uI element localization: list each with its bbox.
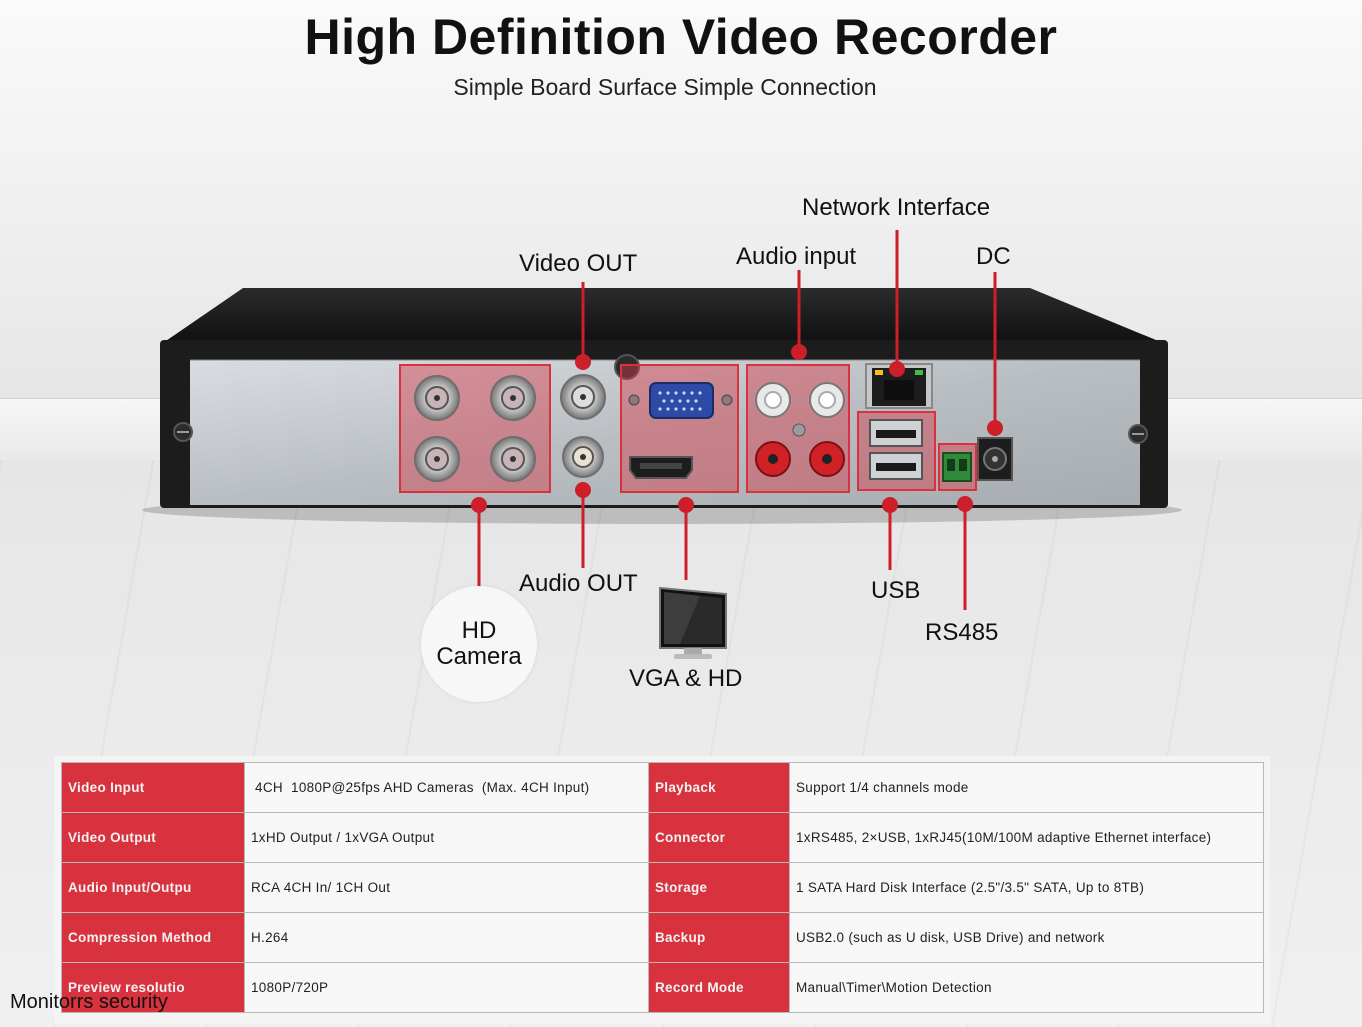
page-title: High Definition Video Recorder (304, 9, 1058, 65)
spec-key: Preview resolutio (61, 962, 245, 1013)
table-row: Compression Method H.264 Backup USB2.0 (… (61, 912, 1264, 963)
hd-camera-badge: HD Camera (421, 586, 537, 702)
table-row: Video Output 1xHD Output / 1xVGA Output … (61, 812, 1264, 863)
spec-value: H.264 (244, 912, 649, 963)
spec-value: 1080P/720P (244, 962, 649, 1013)
spec-key: Video Output (61, 812, 245, 863)
callout-usb: USB (871, 577, 921, 604)
hd-camera-line1: HD (461, 617, 497, 644)
spec-value: 4CH 1080P@25fps AHD Cameras (Max. 4CH In… (244, 762, 649, 813)
callout-video-out: Video OUT (519, 250, 638, 277)
table-row: Video Input 4CH 1080P@25fps AHD Cameras … (61, 762, 1264, 813)
spec-value: 1xHD Output / 1xVGA Output (244, 812, 649, 863)
spec-key: Record Mode (648, 962, 790, 1013)
callout-audio-out: Audio OUT (519, 570, 638, 597)
spec-key: Audio Input/Outpu (61, 862, 245, 913)
spec-value: 1 SATA Hard Disk Interface (2.5"/3.5" SA… (789, 862, 1264, 913)
spec-value: USB2.0 (such as U disk, USB Drive) and n… (789, 912, 1264, 963)
spec-key: Storage (648, 862, 790, 913)
hd-camera-line2: Camera (436, 643, 522, 670)
dvr-device-illustration (142, 230, 1182, 659)
callout-dc: DC (976, 243, 1011, 270)
spec-value: Support 1/4 channels mode (789, 762, 1264, 813)
monitor-icon (659, 586, 727, 659)
spec-key: Backup (648, 912, 790, 963)
callout-network-interface: Network Interface (802, 194, 991, 221)
spec-key: Connector (648, 812, 790, 863)
spec-key: Compression Method (61, 912, 245, 963)
spec-value: 1xRS485, 2×USB, 1xRJ45(10M/100M adaptive… (789, 812, 1264, 863)
spec-key: Playback (648, 762, 790, 813)
footer-watermark-text: Monitorrs security (10, 991, 168, 1013)
spec-value: RCA 4CH In/ 1CH Out (244, 862, 649, 913)
spec-value: Manual\Timer\Motion Detection (789, 962, 1264, 1013)
page-subtitle: Simple Board Surface Simple Connection (453, 74, 877, 100)
spec-table: Video Input 4CH 1080P@25fps AHD Cameras … (61, 762, 1264, 1013)
spec-key: Video Input (61, 762, 245, 813)
table-row: Audio Input/Outpu RCA 4CH In/ 1CH Out St… (61, 862, 1264, 913)
callout-vga-hd: VGA & HD (629, 665, 743, 692)
callout-rs485: RS485 (925, 619, 999, 646)
table-row: Preview resolutio 1080P/720P Record Mode… (61, 962, 1264, 1013)
callout-audio-input: Audio input (736, 243, 857, 270)
